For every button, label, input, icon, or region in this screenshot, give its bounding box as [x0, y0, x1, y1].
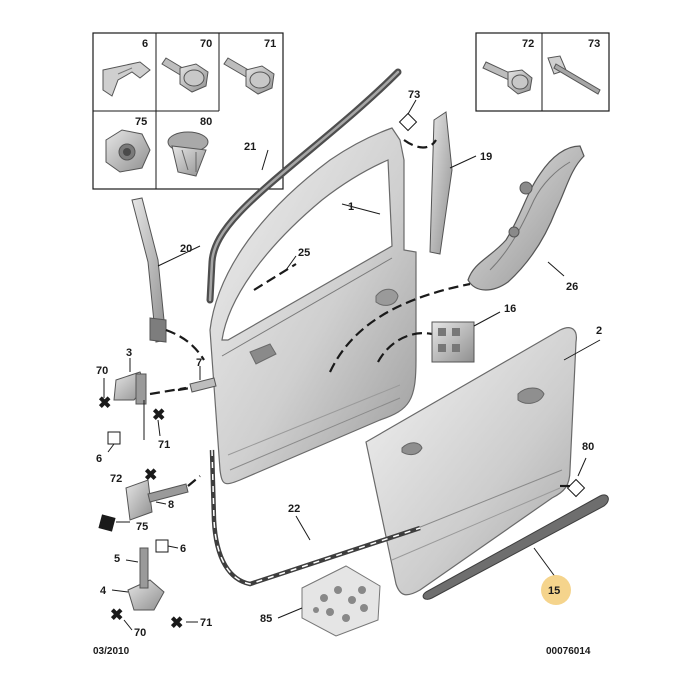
screw-71-x-icon: ✖ — [152, 407, 165, 424]
label-26: 26 — [566, 281, 578, 293]
leader-80 — [577, 457, 587, 477]
label-71: 71 — [264, 38, 276, 50]
window-seal-21 — [206, 68, 402, 304]
label-70-upper: 70 — [96, 365, 108, 377]
clip-kit-85 — [301, 565, 381, 637]
label-22: 22 — [288, 503, 300, 515]
label-4: 4 — [100, 585, 107, 597]
label-3: 3 — [126, 347, 132, 359]
membrane-26 — [467, 145, 585, 291]
pillar-applique-19 — [429, 111, 453, 255]
clip-6-icon — [102, 61, 151, 97]
moulding-15 — [422, 494, 609, 600]
clip-80-icon — [167, 131, 209, 177]
screw-71-icon — [223, 57, 275, 95]
leader-16 — [473, 311, 501, 327]
label-73: 73 — [588, 38, 600, 50]
screw-71-lower-x-icon: ✖ — [170, 615, 183, 632]
leader-73 — [407, 99, 417, 115]
clip-80-marker — [566, 478, 586, 498]
pillar-trim-20 — [131, 197, 167, 343]
clip-strip-25 — [253, 263, 297, 291]
label-6: 6 — [142, 38, 148, 50]
link-8-dash — [187, 475, 201, 487]
label-19: 19 — [480, 151, 492, 163]
leader-19 — [449, 155, 477, 169]
label-25: 25 — [298, 247, 310, 259]
link-7-dash — [149, 386, 187, 396]
leader-70-lower — [123, 619, 133, 631]
label-70: 70 — [200, 38, 212, 50]
screw-70-lower-x-icon: ✖ — [110, 607, 123, 624]
label-7: 7 — [196, 357, 202, 369]
fastener-box-right: 72 73 — [475, 32, 610, 112]
footer-date: 03/2010 — [93, 646, 130, 657]
link-19-dash — [403, 139, 437, 149]
door-check-8 — [125, 479, 189, 521]
leader-2 — [563, 339, 601, 361]
screw-72-icon — [482, 61, 533, 95]
highlight-15 — [541, 575, 571, 605]
hinge-upper-3 — [113, 371, 147, 405]
screw-70-icon — [161, 57, 209, 93]
link-1-26-dash — [329, 282, 471, 373]
rivet-73-marker — [398, 112, 418, 132]
label-70-lower: 70 — [134, 627, 146, 639]
label-71-upper: 71 — [158, 439, 170, 451]
label-6-upper: 6 — [96, 453, 102, 465]
label-15: 15 — [548, 585, 560, 597]
screw-72-x-icon: ✖ — [144, 467, 157, 484]
label-75: 75 — [135, 116, 147, 128]
screw-70-x-icon: ✖ — [98, 395, 111, 412]
leader-25 — [285, 255, 297, 271]
rivet-73-icon — [547, 55, 601, 95]
label-8: 8 — [168, 499, 174, 511]
label-1: 1 — [348, 201, 354, 213]
nut-75-icon — [105, 129, 151, 173]
leader-1 — [341, 203, 381, 215]
label-80-door: 80 — [582, 441, 594, 453]
nut-75-marker — [98, 514, 116, 532]
leader-8 — [155, 501, 167, 505]
label-73-door: 73 — [408, 89, 420, 101]
door-shell-1 — [209, 127, 417, 485]
label-80: 80 — [200, 116, 212, 128]
label-85: 85 — [260, 613, 272, 625]
leader-21 — [261, 149, 269, 171]
label-16: 16 — [504, 303, 516, 315]
link-1-16-dash — [377, 332, 433, 363]
hinge-lower-4 — [127, 547, 165, 611]
label-72-check: 72 — [110, 473, 122, 485]
check-pin-7 — [177, 377, 217, 393]
label-21: 21 — [244, 141, 256, 153]
leader-20 — [157, 245, 201, 267]
label-6-lower: 6 — [180, 543, 186, 555]
label-75-check: 75 — [136, 521, 148, 533]
label-20: 20 — [180, 243, 192, 255]
fastener-box-left: 6 70 71 75 80 — [92, 32, 284, 190]
leader-6-upper — [107, 443, 115, 453]
leader-71-upper — [157, 419, 161, 437]
link-20-1-dash — [165, 328, 205, 361]
footer-reference: 00076014 — [546, 646, 591, 657]
door-seal-22 — [209, 449, 421, 587]
leader-26 — [547, 261, 565, 277]
bracket-16 — [431, 321, 475, 363]
label-5: 5 — [114, 553, 120, 565]
clip-6-marker-lower — [155, 539, 169, 553]
leader-6-lower — [167, 545, 179, 549]
label-2: 2 — [596, 325, 602, 337]
leader-15 — [533, 547, 557, 579]
leader-85 — [277, 607, 303, 619]
label-71-lower: 71 — [200, 617, 212, 629]
leader-4 — [111, 589, 129, 593]
clip-6-marker-upper — [107, 431, 121, 445]
leader-5 — [125, 559, 139, 563]
leader-22 — [295, 515, 311, 541]
label-72: 72 — [522, 38, 534, 50]
